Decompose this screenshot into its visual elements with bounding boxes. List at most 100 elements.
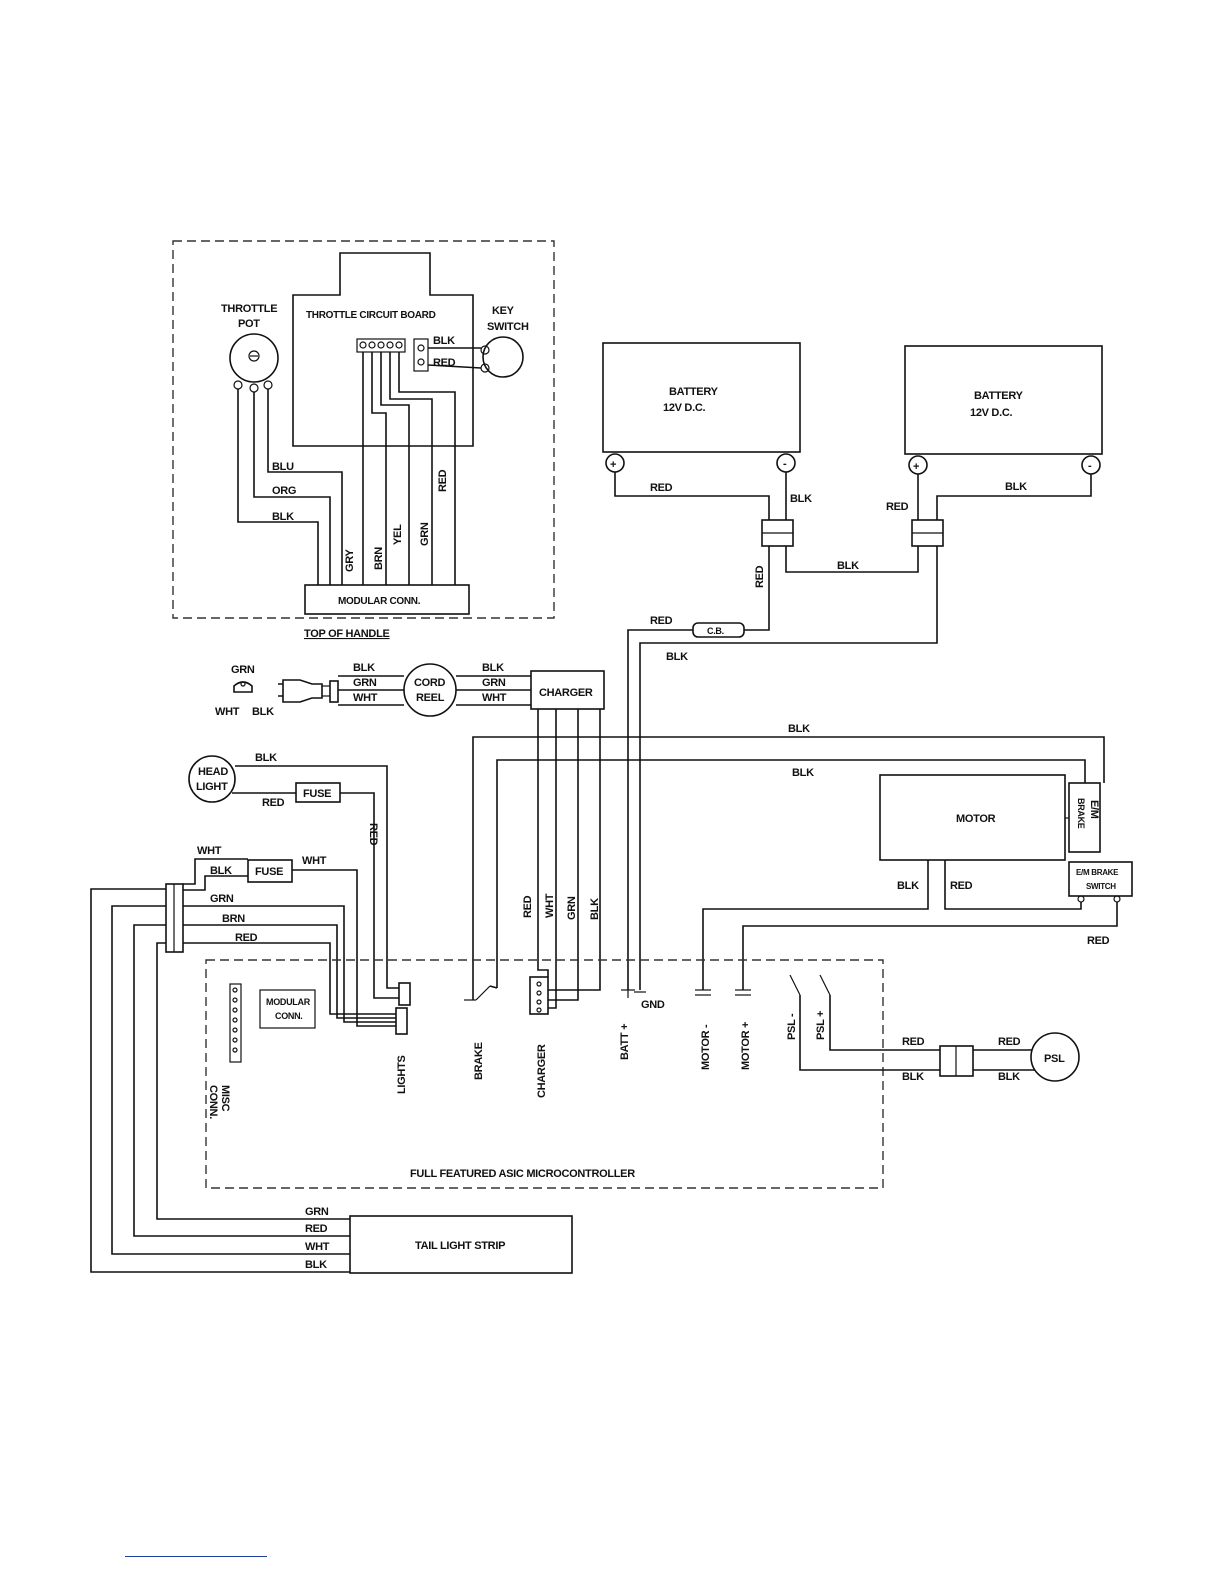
battery-red-vertical: RED	[754, 565, 766, 588]
battery-1-voltage: 12V D.C.	[663, 402, 705, 414]
controller-outline	[205, 959, 884, 1189]
port-batt-plus: BATT +	[619, 1024, 631, 1060]
lights-section: HEAD LIGHT BLK RED FUSE RED WHT BLK FUSE…	[165, 752, 411, 1035]
cord-wht-left: WHT	[353, 692, 378, 704]
cord-grn-right: GRN	[482, 677, 506, 689]
handle-modular-conn-label: MODULAR CONN.	[338, 596, 421, 607]
light-wire-grn: GRN	[210, 893, 234, 905]
misc-conn-label-2: CONN.	[207, 1085, 219, 1119]
brake-blk-second: BLK	[792, 767, 814, 779]
cord-grn-left: GRN	[353, 677, 377, 689]
psl-section: PSL RED RED BLK BLK	[902, 1032, 1080, 1083]
pot-wire-blk: BLK	[272, 511, 294, 523]
port-lights: LIGHTS	[396, 1055, 408, 1094]
fuse-2	[247, 859, 293, 883]
throttle-pot-label-1: THROTTLE	[221, 303, 277, 315]
head-light-label-2: LIGHT	[196, 781, 228, 793]
controller-modular-conn-label-2: CONN.	[275, 1011, 303, 1021]
circuit-breaker-label: C.B.	[707, 626, 724, 636]
battery-2-label: BATTERY	[974, 390, 1024, 402]
board-wire-yel: YEL	[392, 524, 404, 545]
key-switch-label-1: KEY	[492, 305, 515, 317]
board-wire-gry: GRY	[344, 549, 356, 572]
fuse-2-wht: WHT	[302, 855, 327, 867]
battery-1-red-wire: RED	[650, 482, 673, 494]
battery-2-plus: +	[913, 461, 919, 473]
charger-wire-grn: GRN	[566, 896, 578, 920]
key-switch-label-2: SWITCH	[487, 321, 529, 333]
port-psl-minus: PSL -	[786, 1013, 798, 1040]
motor-label: MOTOR	[956, 813, 996, 825]
board-wire-red: RED	[437, 469, 449, 492]
cord-blk-left: BLK	[353, 662, 375, 674]
board-wire-grn: GRN	[419, 522, 431, 546]
fuse-1-label: FUSE	[303, 788, 331, 800]
outlet-blk: BLK	[252, 706, 274, 718]
tail-wire-grn: GRN	[305, 1206, 329, 1218]
psl-red-left: RED	[902, 1036, 925, 1048]
head-light-label-1: HEAD	[198, 766, 228, 778]
head-light-red: RED	[262, 797, 285, 809]
em-brake	[1068, 782, 1101, 853]
motor-blk: BLK	[897, 880, 919, 892]
head-light	[188, 755, 236, 803]
outlet-icon	[233, 681, 253, 693]
psl-red-right: RED	[998, 1036, 1021, 1048]
controller-section: FULL FEATURED ASIC MICROCONTROLLER MISC …	[205, 959, 940, 1189]
switch-red: RED	[1087, 935, 1110, 947]
motor	[879, 774, 1066, 861]
battery-1-plus: +	[610, 459, 616, 471]
charger	[530, 670, 605, 710]
light-wire-brn: BRN	[222, 913, 245, 925]
charger-label: CHARGER	[539, 687, 593, 699]
light-wire-blk: BLK	[210, 865, 232, 877]
board-wire-brn: BRN	[373, 547, 385, 570]
psl-label: PSL	[1044, 1053, 1065, 1065]
port-brake: BRAKE	[473, 1042, 485, 1080]
outlet-grn: GRN	[231, 664, 255, 676]
throttle-board-label: THROTTLE CIRCUIT BOARD	[306, 310, 436, 321]
lights-header-bottom	[395, 1007, 408, 1035]
charger-wire-blk: BLK	[589, 898, 601, 920]
controller-modular-conn-label-1: MODULAR	[266, 997, 311, 1007]
battery-1-blk-wire: BLK	[790, 493, 812, 505]
pot-wire-blu: BLU	[272, 461, 294, 473]
brake-blk-top: BLK	[788, 723, 810, 735]
em-brake-label-2: BRAKE	[1076, 798, 1086, 829]
tail-light-strip-label: TAIL LIGHT STRIP	[415, 1240, 505, 1252]
key-switch	[482, 336, 524, 378]
battery-2	[904, 345, 1103, 455]
key-wire-blk: BLK	[433, 335, 455, 347]
board-header	[356, 338, 406, 353]
misc-conn	[229, 983, 242, 1063]
port-psl-plus: PSL +	[815, 1011, 827, 1040]
cb-red-wire: RED	[650, 615, 673, 627]
pot-wire-org: ORG	[272, 485, 296, 497]
key-wire-red: RED	[433, 357, 456, 369]
battery-2-blk-wire: BLK	[1005, 481, 1027, 493]
tail-wire-wht: WHT	[305, 1241, 330, 1253]
psl-blk-left: BLK	[902, 1071, 924, 1083]
psl	[1030, 1032, 1080, 1082]
cord-reel-label-2: REEL	[416, 692, 445, 704]
top-of-handle-label: TOP OF HANDLE	[304, 628, 390, 640]
light-wire-red: RED	[235, 932, 258, 944]
motor-section: BLK BLK MOTOR E/M BRAKE E/M BRAKE SWITCH…	[472, 723, 1133, 990]
handle-modular-conn	[304, 584, 470, 615]
throttle-pot	[229, 333, 279, 383]
lights-header-top	[398, 982, 411, 1006]
tail-wire-red: RED	[305, 1223, 328, 1235]
cord-wht-right: WHT	[482, 692, 507, 704]
battery-1	[602, 342, 801, 453]
fuse-1-red: RED	[367, 823, 379, 846]
port-gnd: GND	[641, 999, 665, 1011]
charging-section: GRN WHT BLK BLK GRN WHT CORD REEL BLK GR…	[215, 662, 605, 1009]
motor-red: RED	[950, 880, 973, 892]
jumper-blk: BLK	[837, 560, 859, 572]
em-brake-switch	[1068, 861, 1133, 897]
battery-2-red-wire: RED	[886, 501, 909, 513]
battery-1-label: BATTERY	[669, 386, 719, 398]
battery-1-minus: -	[783, 458, 787, 470]
footer-rule	[125, 1556, 267, 1557]
